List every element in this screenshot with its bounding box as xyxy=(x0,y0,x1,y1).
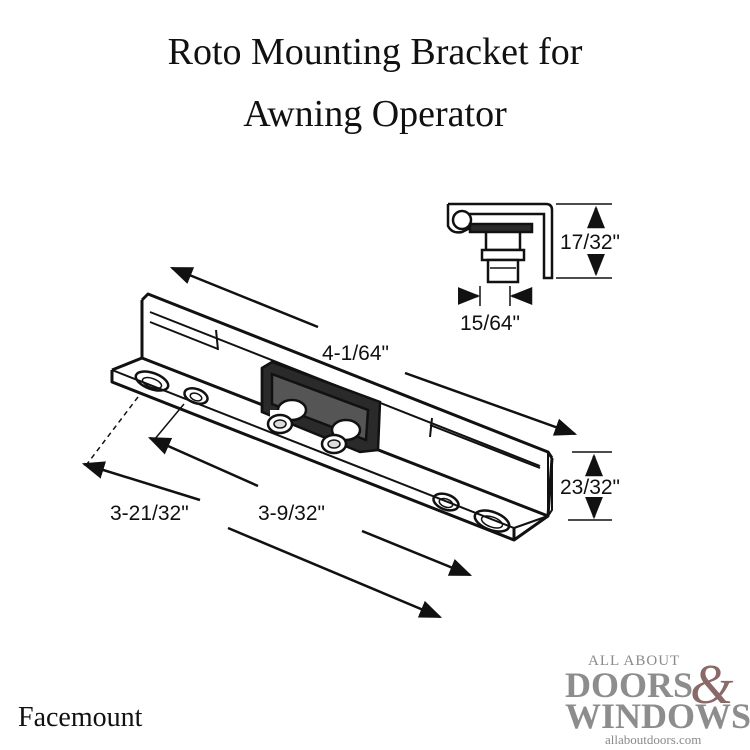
logo-url: allaboutdoors.com xyxy=(605,732,701,747)
logo-line-2: DOORS xyxy=(565,665,693,705)
stud-left xyxy=(266,398,308,435)
label-height: 23/32" xyxy=(560,476,620,499)
label-outer-spacing: 3-21/32" xyxy=(110,502,189,525)
slot-hole-left xyxy=(134,370,170,392)
dimension-lines xyxy=(81,266,612,619)
stud-right xyxy=(320,418,362,455)
mount-type-caption: Facemount xyxy=(18,702,143,733)
end-view-detail xyxy=(446,202,612,306)
title-line-1: Roto Mounting Bracket for xyxy=(167,31,583,73)
logo-ampersand: & xyxy=(690,654,734,716)
label-detail-width: 15/64" xyxy=(460,312,520,335)
round-hole-left xyxy=(183,386,209,406)
dim-line-length xyxy=(169,266,319,329)
dim-line-outer xyxy=(81,461,201,502)
label-detail-height: 17/32" xyxy=(560,231,620,254)
logo-line-1: ALL ABOUT xyxy=(588,653,680,669)
slot-hole-right xyxy=(473,509,511,533)
label-inner-spacing: 3-9/32" xyxy=(258,502,325,525)
title-line-2: Awning Operator xyxy=(243,93,507,135)
dim-line-inner xyxy=(147,436,259,488)
label-length: 4-1/64" xyxy=(322,342,389,365)
brand-logo: ALL ABOUT DOORS & WINDOWS allaboutdoors.… xyxy=(565,653,750,747)
round-hole-right xyxy=(432,492,460,512)
logo-line-3: WINDOWS xyxy=(565,696,750,736)
mounting-holes xyxy=(134,370,511,533)
